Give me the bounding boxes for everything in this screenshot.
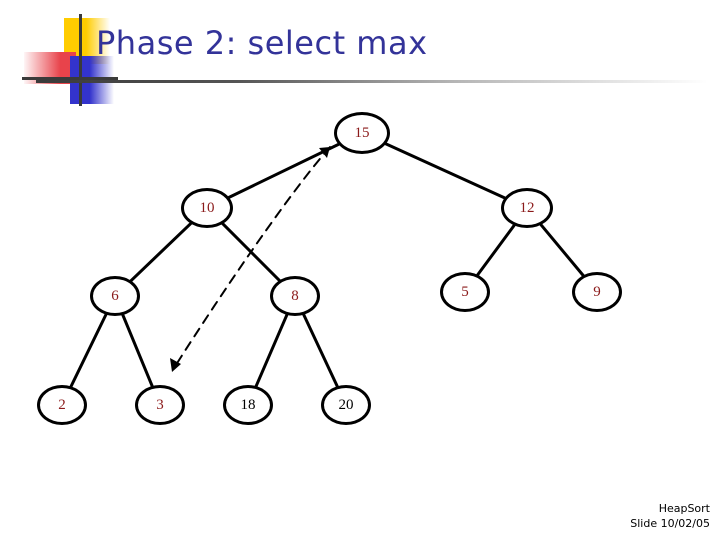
tree-edge bbox=[302, 313, 339, 388]
swap-arrow-path bbox=[173, 146, 331, 369]
tree-node-label: 18 bbox=[240, 396, 256, 413]
logo-vertical-line bbox=[79, 14, 82, 106]
tree-node-label: 15 bbox=[354, 124, 370, 141]
title-divider bbox=[36, 80, 708, 83]
tree-node-label: 20 bbox=[338, 396, 354, 413]
page-title: Phase 2: select max bbox=[96, 24, 428, 62]
tree-node-label: 12 bbox=[519, 199, 535, 216]
tree-node-label: 8 bbox=[291, 287, 299, 304]
tree-node-10[interactable]: 10 bbox=[181, 188, 233, 228]
tree-node-18[interactable]: 18 bbox=[223, 385, 273, 425]
swap-arrow bbox=[170, 146, 331, 372]
tree-node-label: 10 bbox=[199, 199, 215, 216]
tree-edge bbox=[384, 142, 507, 200]
tree-node-15[interactable]: 15 bbox=[334, 112, 390, 154]
footer-date: Slide 10/02/05 bbox=[630, 517, 710, 531]
logo-horizontal-line bbox=[22, 77, 118, 80]
tree-node-label: 2 bbox=[58, 396, 66, 413]
tree-edge bbox=[254, 313, 289, 388]
tree-node-6[interactable]: 6 bbox=[90, 276, 140, 316]
footer-title: HeapSort bbox=[658, 502, 710, 516]
tree-node-3[interactable]: 3 bbox=[135, 385, 185, 425]
tree-edge bbox=[539, 223, 585, 277]
swap-arrow-head-bottom bbox=[170, 358, 181, 372]
tree-edge bbox=[121, 313, 154, 388]
tree-node-label: 3 bbox=[156, 396, 164, 413]
slide-footer: HeapSort Slide 10/02/05 bbox=[630, 502, 710, 532]
tree-node-label: 5 bbox=[461, 283, 469, 300]
swap-arrow-head-top bbox=[319, 147, 330, 158]
tree-node-20[interactable]: 20 bbox=[321, 385, 371, 425]
tree-node-5[interactable]: 5 bbox=[440, 272, 490, 312]
tree-edge bbox=[69, 313, 108, 388]
tree-edge bbox=[476, 223, 516, 277]
tree-node-12[interactable]: 12 bbox=[501, 188, 553, 228]
tree-edges bbox=[69, 142, 585, 388]
tree-node-9[interactable]: 9 bbox=[572, 272, 622, 312]
tree-node-label: 6 bbox=[111, 287, 119, 304]
tree-node-label: 9 bbox=[593, 283, 601, 300]
tree-edge bbox=[227, 142, 340, 199]
tree-node-8[interactable]: 8 bbox=[270, 276, 320, 316]
tree-node-2[interactable]: 2 bbox=[37, 385, 87, 425]
tree-edge bbox=[129, 222, 193, 283]
